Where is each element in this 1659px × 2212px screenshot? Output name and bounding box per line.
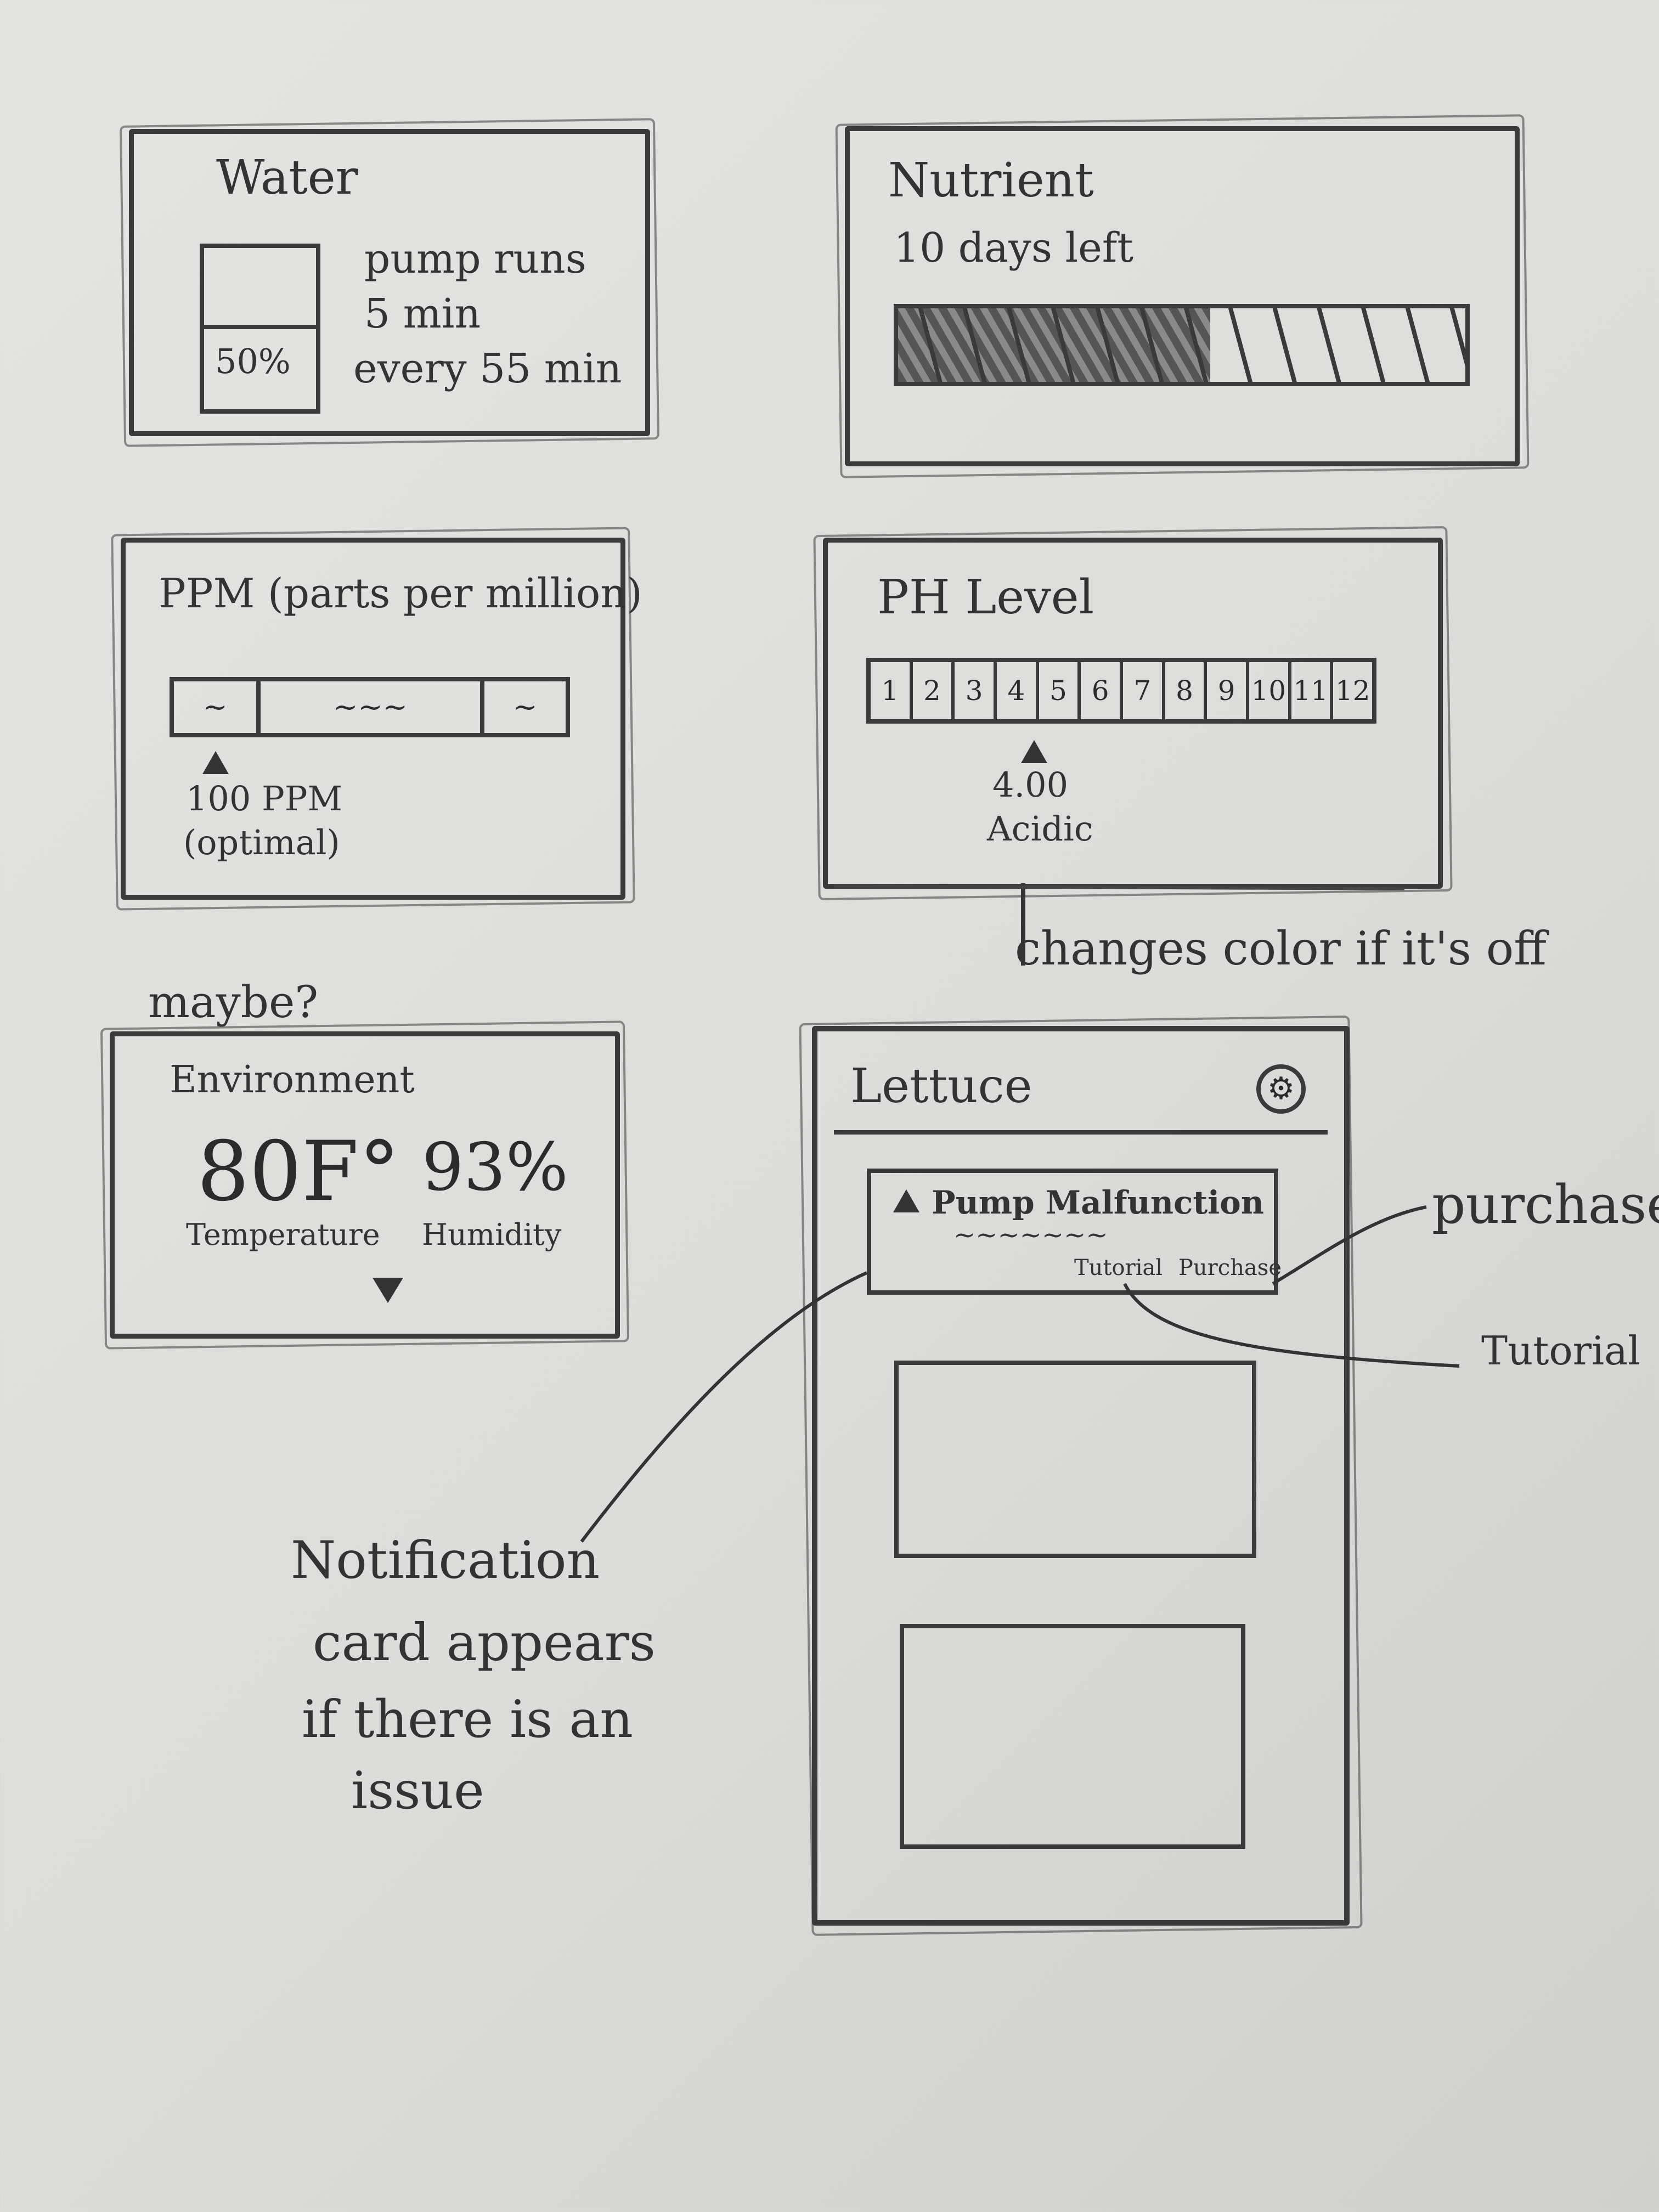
ppm-scale-bar: ~ ~~~ ~ <box>170 677 570 737</box>
expand-chevron-icon[interactable] <box>373 1278 403 1303</box>
placeholder-card-2[interactable] <box>900 1624 1245 1849</box>
ph-scale-cell: 6 <box>1081 662 1124 719</box>
warning-icon <box>893 1189 919 1212</box>
environment-note: maybe? <box>148 977 319 1028</box>
humidity-value: 93% <box>422 1130 568 1206</box>
ppm-scale-low: ~ <box>174 681 261 733</box>
ph-scale-cell: 3 <box>955 662 997 719</box>
ph-scale-cell: 12 <box>1335 675 1370 707</box>
ppm-marker-icon <box>202 751 229 774</box>
ph-scale-cell: 9 <box>1207 662 1250 719</box>
environment-title: Environment <box>170 1058 415 1102</box>
phone-frame: Lettuce ⚙ Pump Malfunction ~~~~~~~ Tutor… <box>812 1026 1350 1926</box>
water-pump-line1: pump runs <box>364 235 586 283</box>
water-card[interactable]: Water 50% pump runs 5 min every 55 min <box>129 129 650 436</box>
ph-scale-cell: 4 <box>997 662 1039 719</box>
water-title: Water <box>216 150 358 205</box>
ppm-title: PPM (parts per million) <box>159 570 642 617</box>
notification-annotation-line1: Notification <box>291 1531 600 1590</box>
nutrient-card[interactable]: Nutrient 10 days left <box>845 126 1520 466</box>
notification-body: ~~~~~~~ <box>953 1220 1108 1250</box>
purchase-button[interactable]: Purchase <box>1178 1255 1282 1280</box>
temperature-label: Temperature <box>186 1217 380 1252</box>
nutrient-progress-ticks <box>898 308 1465 382</box>
ph-scale-cell: 8 <box>1165 662 1207 719</box>
ppm-value: 100 PPM <box>186 778 342 819</box>
notification-annotation-line2: card appears <box>313 1613 656 1673</box>
water-tank: 50% <box>200 244 320 414</box>
phone-title: Lettuce <box>850 1059 1032 1114</box>
environment-card[interactable]: Environment 80F° Temperature 93% Humidit… <box>110 1031 620 1339</box>
ph-scale-cell: 10 <box>1249 662 1291 719</box>
ppm-scale-high: ~ <box>512 690 538 724</box>
humidity-label: Humidity <box>422 1217 562 1252</box>
notification-annotation-line4: issue <box>351 1761 484 1821</box>
ppm-scale-optimal: ~~~ <box>261 681 484 733</box>
tutorial-pointer-line <box>1123 1283 1460 1368</box>
temperature-value: 80F° <box>197 1124 400 1220</box>
nutrient-days-left: 10 days left <box>894 224 1134 272</box>
water-level-line <box>204 325 316 329</box>
ppm-status: (optimal) <box>183 822 340 862</box>
water-level-value: 50% <box>215 341 291 381</box>
purchase-annotation: purchase <box>1432 1174 1659 1235</box>
notification-card[interactable]: Pump Malfunction ~~~~~~~ Tutorial Purcha… <box>867 1169 1282 1295</box>
ph-marker-icon <box>1021 740 1047 763</box>
ph-scale-cell: 7 <box>1123 662 1165 719</box>
tutorial-button[interactable]: Tutorial <box>1074 1255 1163 1280</box>
water-pump-line3: every 55 min <box>353 345 622 392</box>
gear-icon[interactable]: ⚙ <box>1256 1064 1306 1114</box>
nutrient-title: Nutrient <box>888 153 1094 208</box>
ph-scale-cell: 5 <box>1039 662 1081 719</box>
ph-annotation: changes color if it's off <box>1015 922 1547 975</box>
tutorial-annotation: Tutorial <box>1481 1328 1641 1374</box>
purchase-pointer-line <box>1272 1205 1427 1285</box>
placeholder-card-1[interactable] <box>894 1361 1256 1558</box>
phone-header: Lettuce ⚙ <box>834 1042 1328 1135</box>
ph-value: 4.00 <box>992 765 1069 805</box>
ph-status: Acidic <box>987 809 1093 849</box>
ph-title: PH Level <box>877 570 1094 625</box>
water-pump-line2: 5 min <box>364 290 481 337</box>
notification-pointer-line <box>580 1271 868 1543</box>
ph-baseline <box>833 884 1405 890</box>
notification-title: Pump Malfunction <box>932 1184 1264 1221</box>
ph-scale-cell: 2 <box>913 662 955 719</box>
notification-annotation-line3: if there is an <box>302 1690 633 1750</box>
nutrient-progress-bar <box>894 304 1470 386</box>
ppm-card[interactable]: PPM (parts per million) ~ ~~~ ~ 100 PPM … <box>121 538 642 900</box>
ph-scale-cell: 11 <box>1291 662 1334 719</box>
ph-scale-cell: 1 <box>871 662 913 719</box>
